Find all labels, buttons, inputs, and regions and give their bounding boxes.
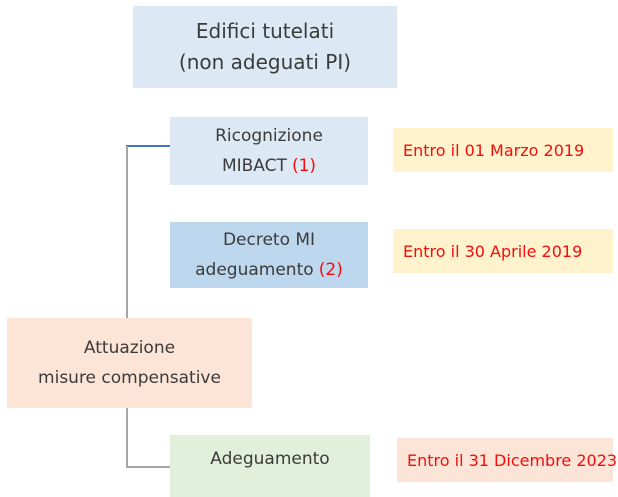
step-adeguamento-line1: Adeguamento xyxy=(210,449,330,469)
deadline-box-decreto: Entro il 30 Aprile 2019 xyxy=(393,229,613,273)
root-box-edifici-tutelati: Edifici tutelati (non adeguati PI) xyxy=(133,6,397,88)
step-ricognizione-line1: Ricognizione xyxy=(215,126,323,146)
step-box-ricognizione: Ricognizione MIBACT(1) xyxy=(170,117,368,185)
step-decreto-line2: adeguamento(2) xyxy=(195,255,343,285)
step-box-decreto: Decreto MI adeguamento(2) xyxy=(170,222,368,288)
deadline-adeguamento-text: Entro il 31 Dicembre 2023 xyxy=(407,450,618,470)
step-box-adeguamento: Adeguamento xyxy=(170,435,370,497)
step-decreto-ref: (2) xyxy=(318,260,343,280)
root-box-line1: Edifici tutelati xyxy=(195,19,335,43)
step-decreto-label: adeguamento xyxy=(195,260,314,280)
connector-ricognizione-line xyxy=(126,145,171,147)
connector-vertical-line xyxy=(126,146,128,467)
root-box-line2: (non adeguati PI) xyxy=(178,50,352,74)
step-decreto-line1: Decreto MI xyxy=(222,230,316,250)
deadline-box-ricognizione: Entro il 01 Marzo 2019 xyxy=(393,128,613,172)
side-box-line1: Attuazione xyxy=(83,338,176,358)
deadline-ricognizione-text: Entro il 01 Marzo 2019 xyxy=(403,140,585,160)
deadline-box-adeguamento: Entro il 31 Dicembre 2023 xyxy=(397,438,617,482)
step-ricognizione-line2: MIBACT(1) xyxy=(222,151,316,181)
deadline-decreto-text: Entro il 30 Aprile 2019 xyxy=(403,241,583,261)
step-ricognizione-ref: (1) xyxy=(291,156,317,176)
step-ricognizione-label: MIBACT xyxy=(221,156,287,176)
side-box-attuazione: Attuazione misure compensative xyxy=(7,318,252,408)
side-box-line2: misure compensative xyxy=(38,368,221,388)
connector-adeguamento-line xyxy=(126,466,171,468)
